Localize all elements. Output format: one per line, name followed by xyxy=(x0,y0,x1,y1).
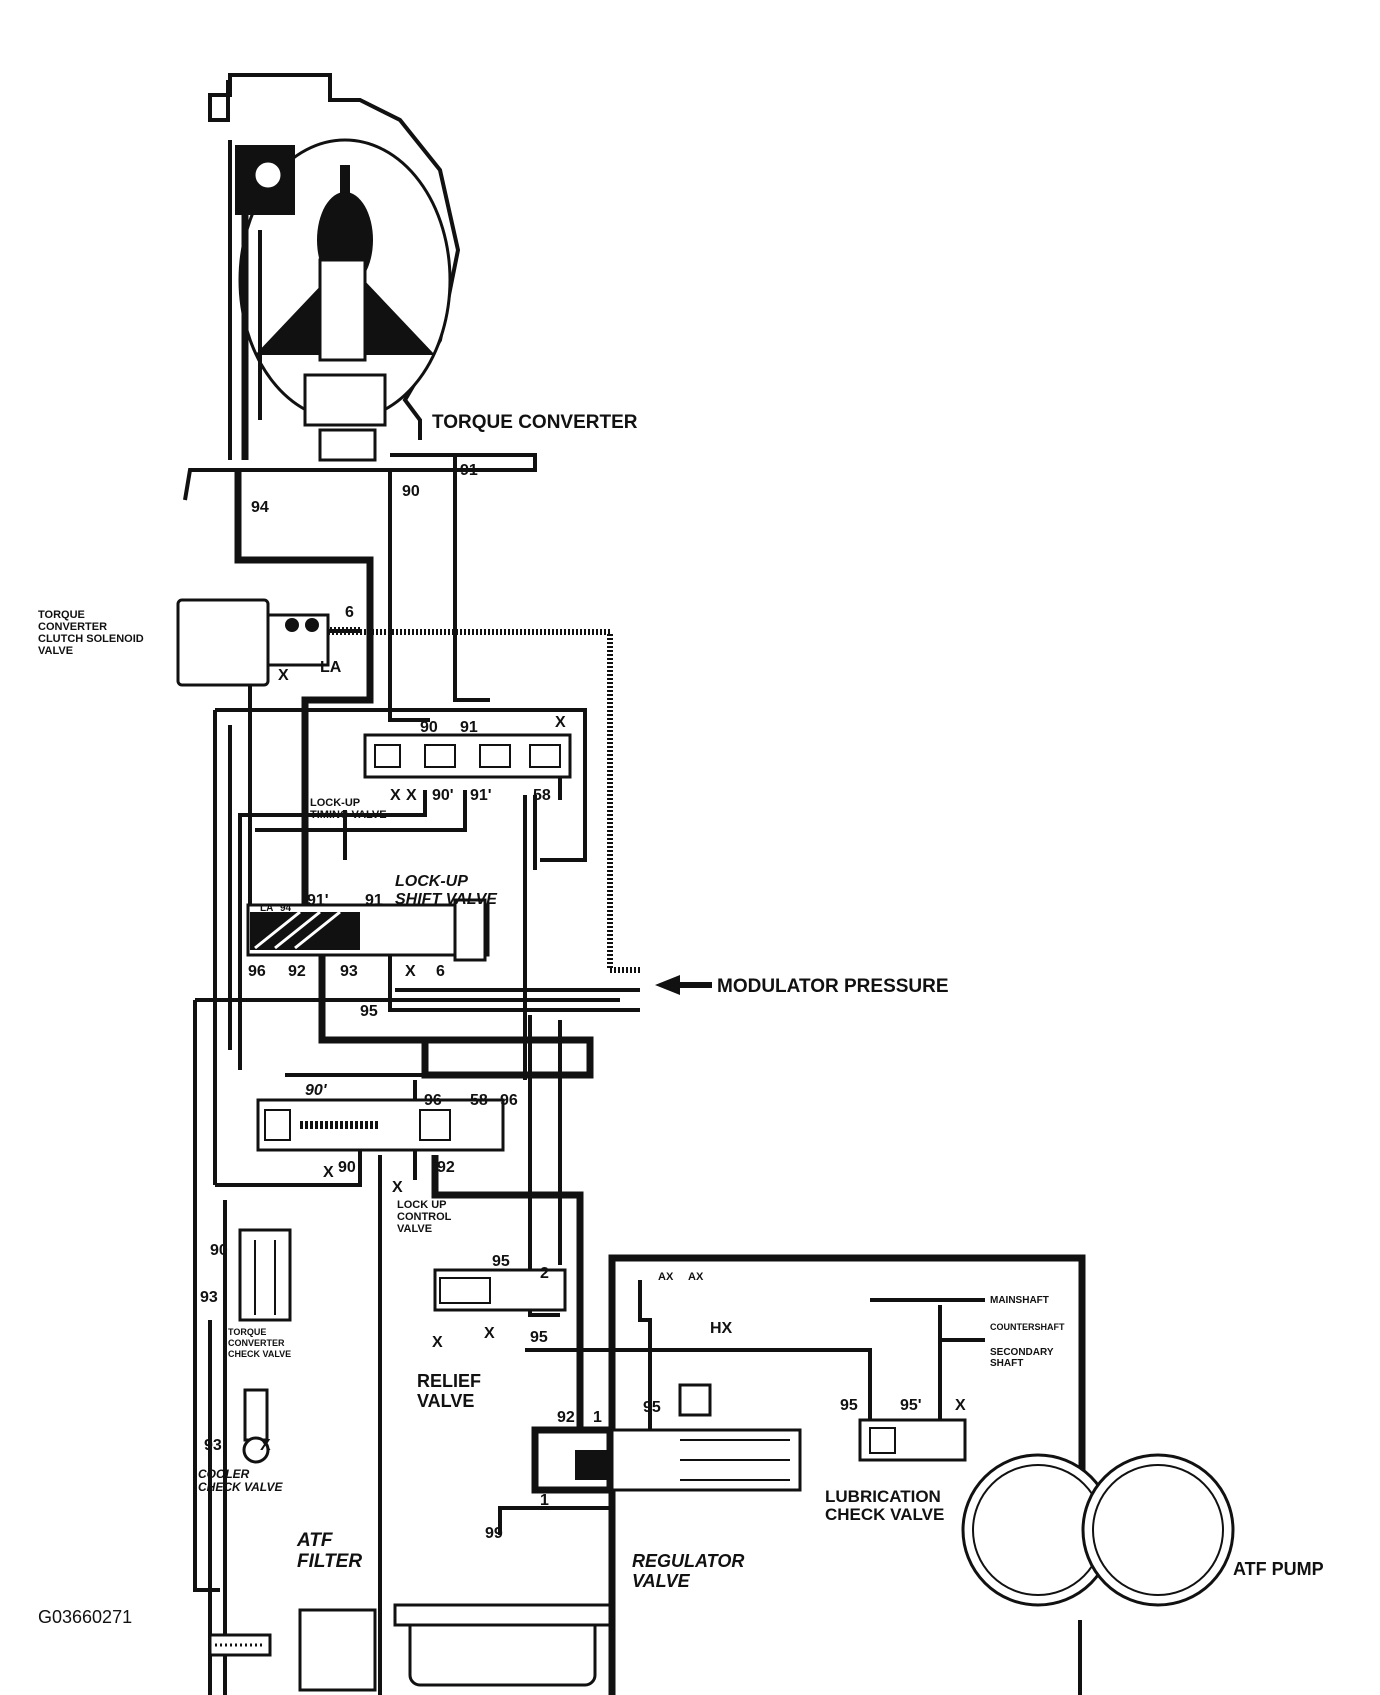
port-58-control: 58 xyxy=(470,1092,488,1109)
port-92: 92 xyxy=(288,963,306,980)
port-95: 95 xyxy=(360,1003,378,1020)
port-95-lube: 95 xyxy=(840,1397,858,1414)
port-90-check: 90 xyxy=(210,1242,228,1259)
lockup-shift-label: LOCK-UP SHIFT VALVE xyxy=(395,873,498,908)
tc-check-valve xyxy=(238,1228,292,1322)
port-2: 2 xyxy=(540,1265,549,1282)
port-X-relief: X xyxy=(432,1334,443,1351)
lockup-timing-label: LOCK-UP TIMING VALVE xyxy=(310,797,387,821)
countershaft-label: COUNTERSHAFT xyxy=(990,1322,1065,1332)
port-X-relief-b: X xyxy=(484,1325,495,1342)
port-92-control: 92 xyxy=(437,1159,455,1176)
relief-valve xyxy=(433,1268,567,1312)
regulator-valve xyxy=(531,1383,802,1494)
modulator-arrow xyxy=(655,975,712,995)
secondary-shaft-label: SECONDARY SHAFT xyxy=(990,1347,1056,1369)
port-95-relief-b: 95 xyxy=(530,1329,548,1346)
cooler-check-label: COOLER CHECK VALVE xyxy=(198,1467,283,1494)
strainer xyxy=(393,1603,612,1687)
port-X-lube: X xyxy=(955,1397,966,1414)
component-labels: TORQUE CONVERTER CLUTCH SOLENOID VALVE L… xyxy=(38,609,1324,1627)
port-96-control: 96 xyxy=(424,1092,442,1109)
atf-filter xyxy=(208,1608,377,1692)
lockup-control-label: LOCK UP CONTROL VALVE xyxy=(397,1199,454,1235)
port-93: 93 xyxy=(340,963,358,980)
port-93-cooler: 93 xyxy=(204,1437,222,1454)
lubrication-check-valve xyxy=(858,1418,967,1462)
atf-pump xyxy=(961,1453,1235,1607)
port-95p-lube: 95' xyxy=(900,1397,922,1414)
port-6: 6 xyxy=(345,604,354,621)
port-93-check: 93 xyxy=(200,1289,218,1306)
torque-converter-label: TORQUE CONVERTER xyxy=(432,412,638,433)
tc-solenoid-label: TORQUE CONVERTER CLUTCH SOLENOID VALVE xyxy=(38,609,147,657)
mainshaft-label: MAINSHAFT xyxy=(990,1295,1049,1306)
port-91-shift: 91 xyxy=(365,892,383,909)
lubrication-check-label: LUBRICATION CHECK VALVE xyxy=(825,1487,946,1524)
port-6-shift: 6 xyxy=(436,963,445,980)
port-X-b: X xyxy=(406,787,417,804)
atf-pump-label: ATF PUMP xyxy=(1233,1559,1324,1579)
port-X-control: X xyxy=(323,1164,334,1181)
port-91p: 91' xyxy=(470,787,492,804)
port-94-shift: 94 xyxy=(280,903,292,914)
port-X-a: X xyxy=(390,787,401,804)
port-95-regulator: 95 xyxy=(643,1399,661,1416)
port-91p-shift: 91' xyxy=(307,892,329,909)
lockup-timing-valve xyxy=(363,733,572,779)
port-90p-control: 90' xyxy=(305,1082,328,1099)
port-X-solenoid: X xyxy=(278,667,289,684)
port-95-relief: 95 xyxy=(492,1253,510,1270)
port-90: 90 xyxy=(402,483,420,500)
port-96: 96 xyxy=(248,963,266,980)
port-1-regulator-b: 1 xyxy=(540,1492,549,1509)
port-90p: 90' xyxy=(432,787,454,804)
port-58: 58 xyxy=(533,787,551,804)
port-X-control-b: X xyxy=(392,1179,403,1196)
tc-clutch-solenoid xyxy=(176,598,360,687)
relief-valve-label: RELIEF VALVE xyxy=(417,1371,486,1411)
port-91: 91 xyxy=(460,462,478,479)
port-90-timing: 90 xyxy=(420,719,438,736)
port-X-timing: X xyxy=(555,714,566,731)
modulator-pressure-label: MODULATOR PRESSURE xyxy=(717,976,949,997)
port-96-control-b: 96 xyxy=(500,1092,518,1109)
port-X-cooler: X xyxy=(260,1437,271,1454)
port-99: 99 xyxy=(485,1525,503,1542)
port-X-shift: X xyxy=(405,963,416,980)
port-LA-shift: LA xyxy=(260,903,273,914)
port-92-regulator: 92 xyxy=(557,1409,575,1426)
regulator-valve-label: REGULATOR VALVE xyxy=(632,1551,749,1591)
port-91-timing: 91 xyxy=(460,719,478,736)
torque-converter xyxy=(183,73,537,501)
port-LA: LA xyxy=(320,659,342,676)
port-90-control: 90 xyxy=(338,1159,356,1176)
port-HX: HX xyxy=(710,1320,733,1337)
lockup-shift-valve xyxy=(246,898,490,962)
port-94: 94 xyxy=(251,499,269,516)
port-labels: 94 90 91 6 LA X 90 91 X X X 90' 91' 58 L… xyxy=(200,462,966,1542)
atf-filter-label: ATF FILTER xyxy=(296,1530,362,1572)
lockup-control-valve xyxy=(256,1098,505,1152)
port-1-regulator: 1 xyxy=(593,1409,602,1426)
tc-check-label: TORQUE CONVERTER CHECK VALVE xyxy=(228,1327,291,1359)
port-AX-b: AX xyxy=(688,1271,704,1283)
port-AX-a: AX xyxy=(658,1271,674,1283)
cooler-check-valve xyxy=(242,1388,270,1464)
figure-id: G03660271 xyxy=(38,1607,132,1627)
